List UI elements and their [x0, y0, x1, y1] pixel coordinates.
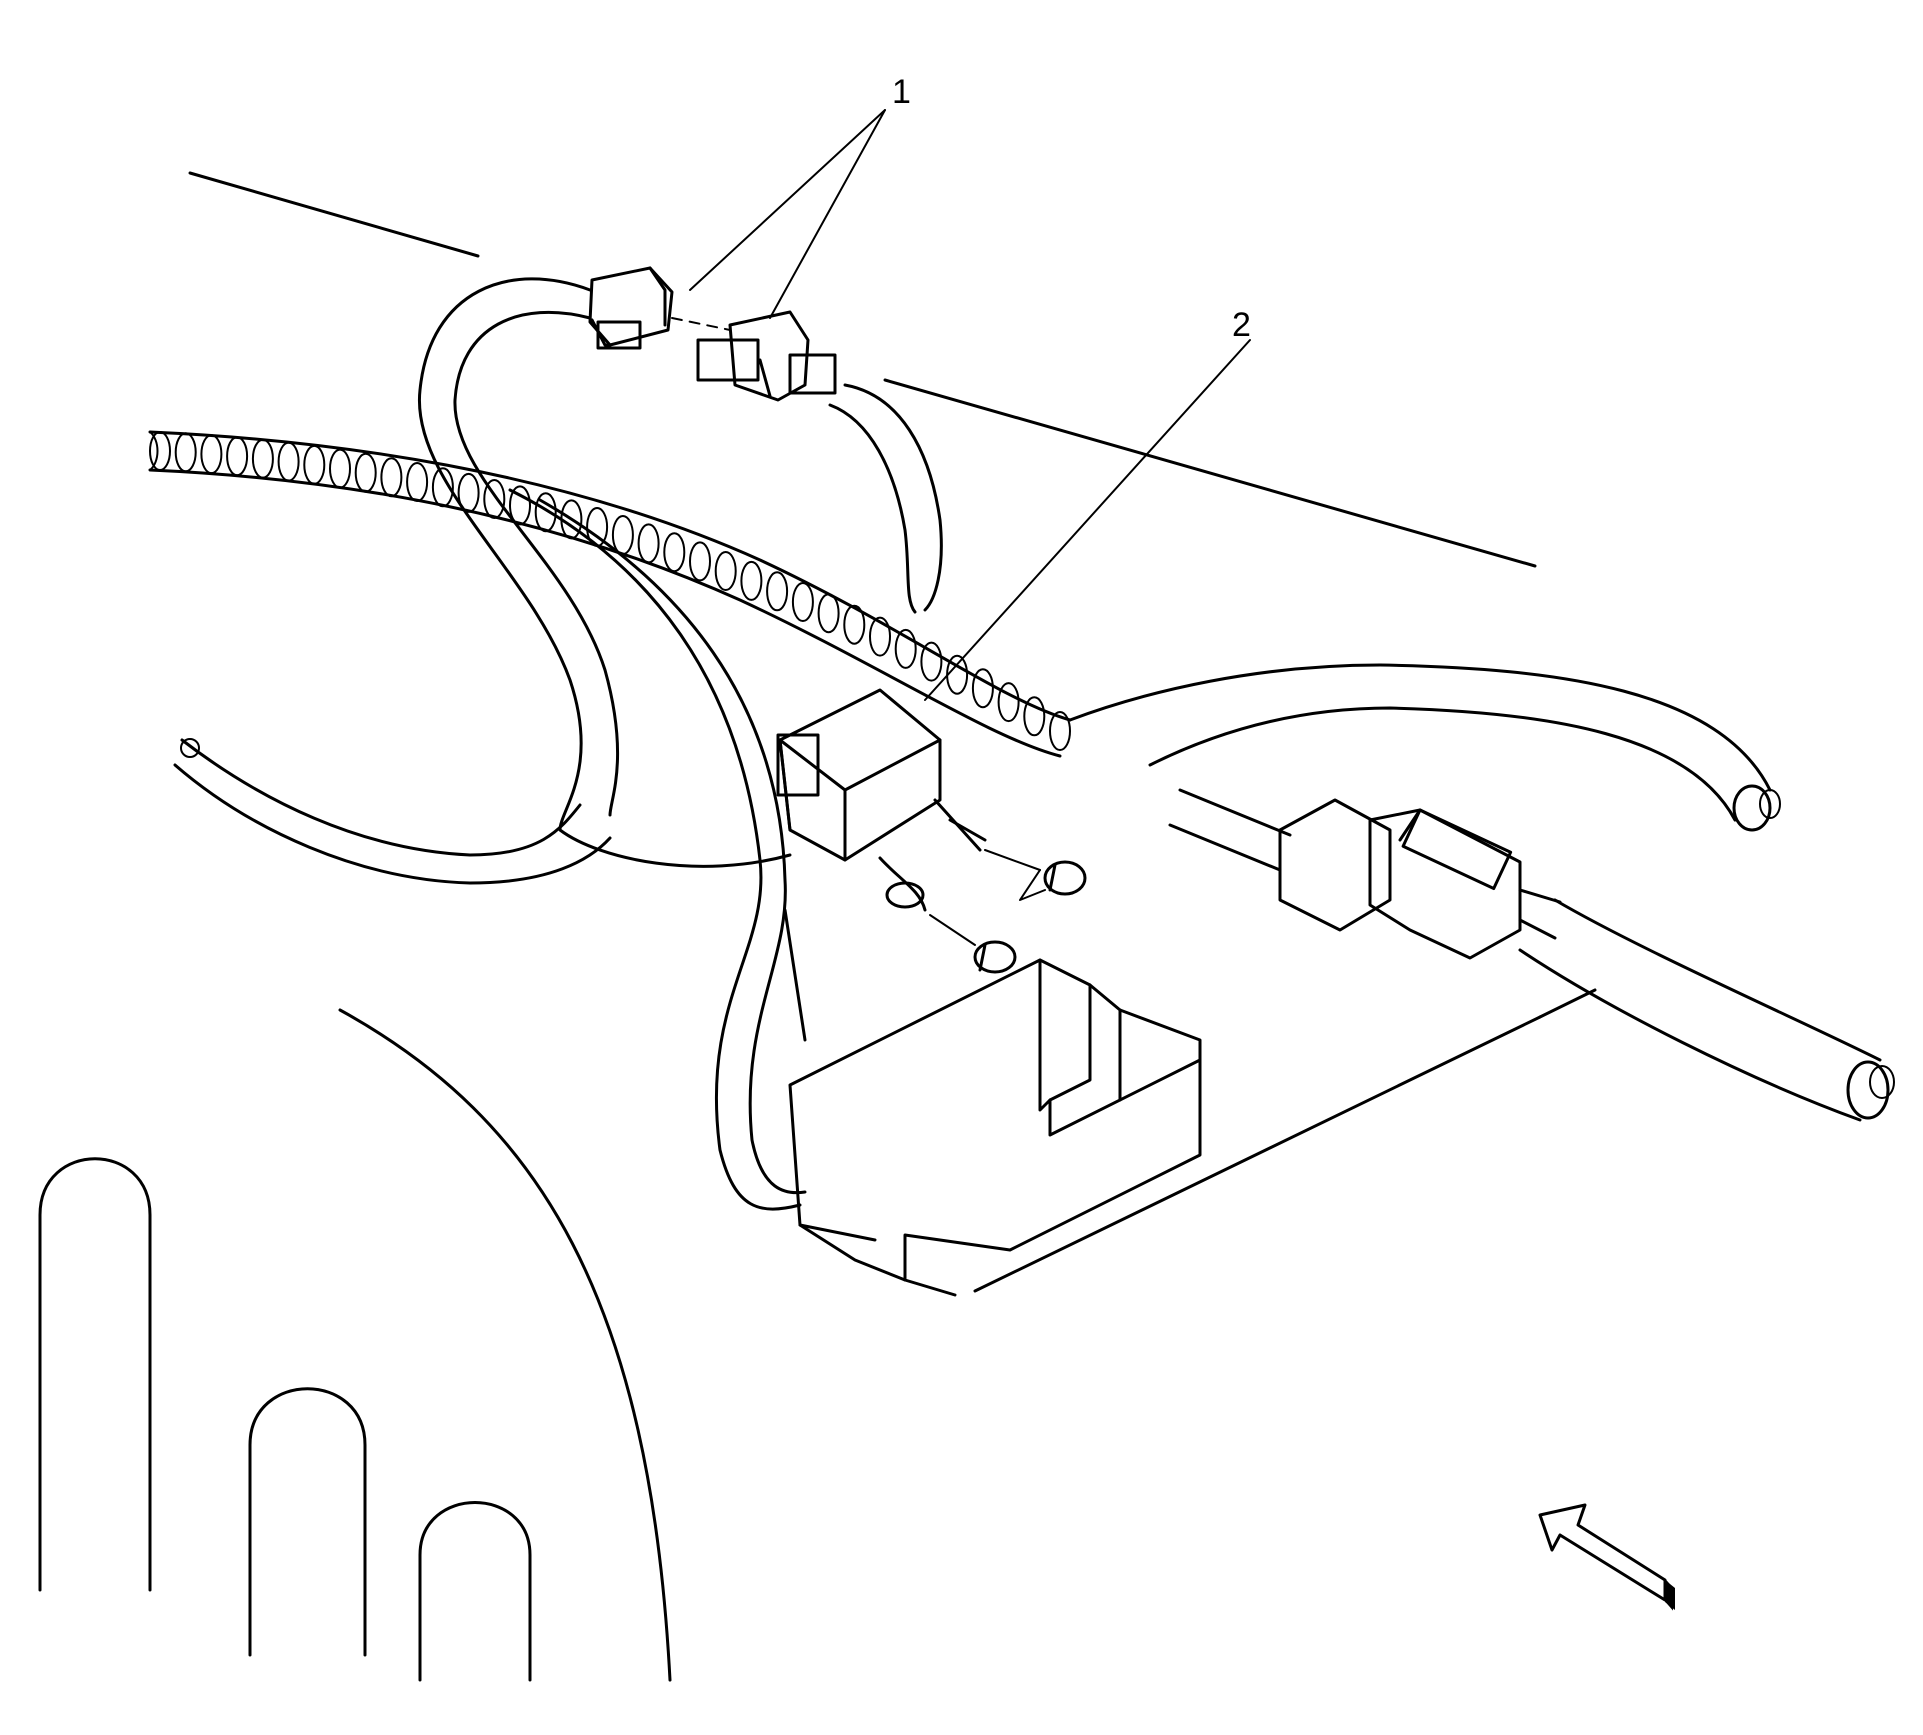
harness-rib — [817, 593, 840, 634]
right-upper-harness-branch — [1068, 663, 1781, 832]
harness-rib — [174, 432, 197, 473]
harness-rib — [509, 485, 531, 526]
harness-rib — [483, 479, 506, 519]
connector-pair — [588, 266, 837, 402]
harness-rib — [431, 467, 454, 508]
connector-left — [588, 266, 674, 350]
harness-rib — [457, 472, 480, 513]
harness-rib — [869, 616, 891, 657]
module-lead-wire — [508, 488, 807, 1211]
right-lower-harness-branch — [1518, 898, 1895, 1122]
control-module — [788, 958, 1202, 1297]
harness-rib — [200, 434, 223, 475]
harness-rib — [637, 523, 660, 564]
left-lower-harness-branch — [173, 738, 612, 885]
panel-edge-lines — [188, 171, 1597, 1293]
harness-rib — [946, 654, 969, 695]
harness-rib — [277, 441, 300, 482]
harness-rib — [406, 462, 429, 502]
harness-rib — [251, 438, 274, 479]
harness-rib — [226, 436, 249, 477]
callout-1: 1 — [892, 73, 911, 111]
harness-rib — [303, 444, 326, 485]
harness-rib — [920, 641, 943, 682]
harness-rib — [843, 604, 866, 645]
sensor-wire-loop — [417, 277, 943, 868]
harness-rib — [380, 457, 403, 498]
harness-rib — [663, 532, 686, 573]
harness-rib — [354, 452, 377, 493]
harness-rib — [534, 492, 557, 533]
harness-rib — [766, 571, 789, 612]
callout-leaders — [689, 109, 1251, 701]
harness-rib — [1049, 711, 1071, 751]
callout-2: 2 — [1232, 306, 1251, 344]
harness-rib — [149, 431, 171, 471]
connector-right — [696, 310, 837, 402]
main-wiring-harness — [148, 430, 1072, 758]
harness-rib — [971, 668, 994, 709]
harness-rib — [740, 560, 763, 601]
harness-rib — [329, 448, 351, 489]
view-arrow-icon — [1538, 1503, 1675, 1611]
harness-rib — [997, 682, 1020, 723]
harness-rib — [714, 551, 737, 591]
harness-rib — [689, 541, 711, 582]
harness-rib — [894, 628, 917, 669]
harness-rib — [1023, 696, 1046, 737]
fasteners — [929, 849, 1087, 974]
harness-rib — [611, 515, 634, 555]
mounting-bracket — [38, 1008, 672, 1682]
harness-rib — [791, 582, 814, 622]
inline-harness-connector — [1168, 788, 1562, 960]
sensor-component — [776, 688, 987, 912]
